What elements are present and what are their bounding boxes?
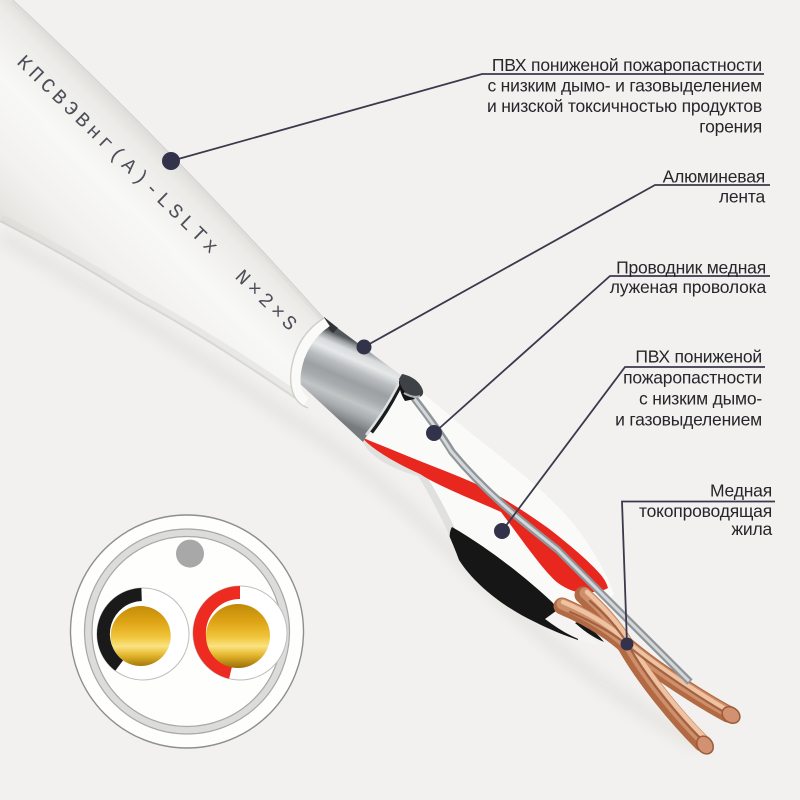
svg-text:Алюминевая: Алюминевая (663, 167, 765, 187)
svg-text:ПВХ пониженой пожаропастности: ПВХ пониженой пожаропастности (492, 55, 762, 75)
svg-text:и газовыделением: и газовыделением (615, 410, 762, 430)
svg-text:жила: жила (731, 519, 772, 539)
svg-text:Медная: Медная (710, 481, 772, 501)
svg-text:и низской токсичностью продукт: и низской токсичностью продуктов (487, 96, 762, 116)
svg-text:пожаропастности: пожаропастности (623, 368, 762, 388)
svg-text:с низким дымо-: с низким дымо- (639, 389, 762, 409)
svg-text:горения: горения (699, 117, 762, 137)
svg-text:с низким дымо- и газовыделение: с низким дымо- и газовыделением (487, 76, 762, 96)
svg-text:токопроводящая: токопроводящая (639, 501, 772, 521)
svg-text:Проводник медная: Проводник медная (616, 258, 766, 278)
svg-text:ПВХ пониженой: ПВХ пониженой (635, 347, 762, 367)
svg-text:лента: лента (719, 187, 766, 207)
svg-text:луженая проволока: луженая проволока (610, 277, 767, 297)
